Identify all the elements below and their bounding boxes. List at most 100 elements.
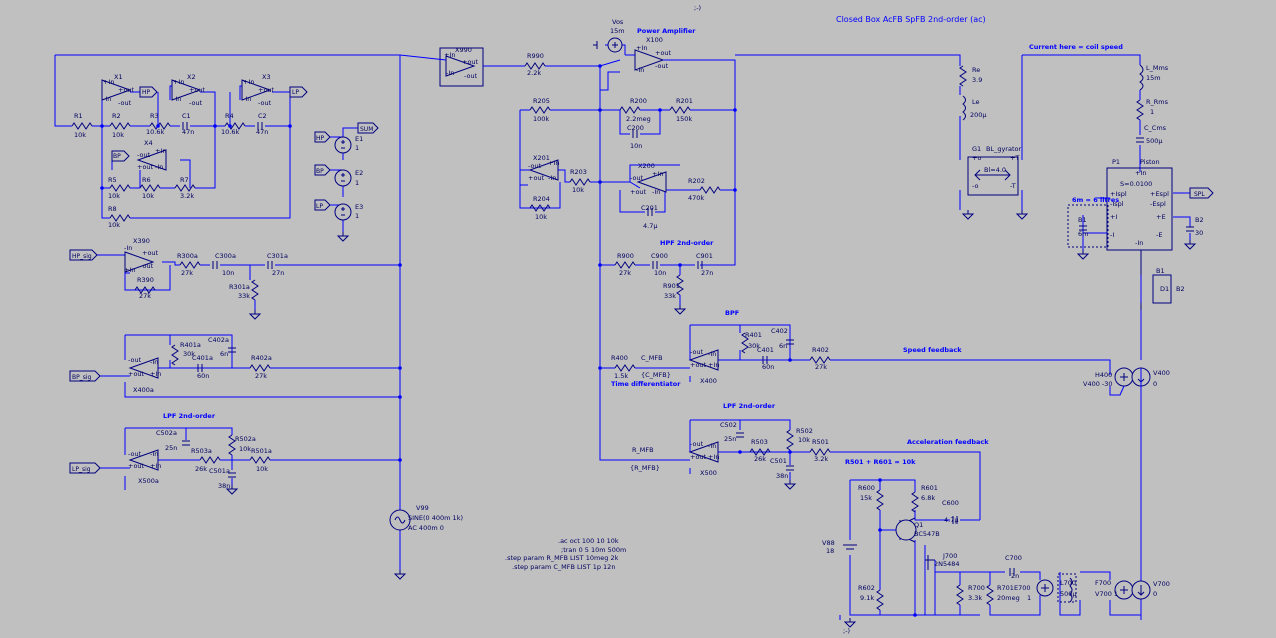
svg-text:470k: 470k: [688, 194, 704, 202]
label-hpf-2nd-order: HPF 2nd-order: [660, 239, 714, 247]
opamp-x2: X2: [187, 73, 196, 81]
svg-text:27k: 27k: [619, 269, 631, 277]
svg-text:V400: V400: [1153, 369, 1170, 377]
svg-text:-In: -In: [103, 95, 111, 103]
svg-text:+In: +In: [173, 78, 184, 86]
svg-text:R402: R402: [812, 346, 829, 354]
svg-text:3.2k: 3.2k: [814, 455, 828, 463]
svg-text:2n: 2n: [1011, 572, 1019, 580]
svg-text:+In: +In: [1135, 169, 1146, 177]
svg-text:{C_MFB}: {C_MFB}: [641, 371, 671, 379]
svg-text:BP: BP: [316, 168, 324, 175]
svg-text:+out: +out: [118, 86, 135, 94]
svg-text:R401a: R401a: [180, 341, 201, 349]
opamp-x100: X100: [646, 36, 663, 44]
svg-text:+out: +out: [137, 163, 154, 171]
svg-text:R301a: R301a: [229, 283, 250, 291]
svg-text:S=0.0100: S=0.0100: [1120, 180, 1152, 188]
svg-text:C900: C900: [651, 252, 668, 260]
directive-step-rmfb: .step param R_MFB LIST 10meg 2k: [505, 554, 619, 562]
svg-text:+In: +In: [124, 266, 135, 274]
svg-text:+out: +out: [462, 58, 479, 66]
svg-text:C401: C401: [757, 346, 774, 354]
svg-text:-In: -In: [708, 350, 716, 358]
svg-text:27k: 27k: [139, 292, 151, 300]
svg-text:10n: 10n: [654, 269, 666, 277]
svg-text:-out: -out: [189, 99, 203, 107]
diagram-title: Closed Box AcFB SpFB 2nd-order (ac): [836, 15, 986, 24]
svg-text:G1: G1: [972, 145, 981, 153]
svg-text:R602: R602: [858, 584, 875, 592]
svg-text:BP_sig: BP_sig: [72, 374, 92, 381]
svg-text:1: 1: [355, 144, 359, 152]
svg-text:27k: 27k: [181, 269, 193, 277]
svg-text:LP_sig: LP_sig: [72, 466, 91, 473]
svg-text:60n: 60n: [197, 372, 209, 380]
svg-text:-out: -out: [258, 99, 272, 107]
svg-text:+out: +out: [690, 361, 707, 369]
opamp-x1: X1: [114, 73, 123, 81]
opamp-x400: X400: [700, 377, 717, 385]
svg-text:B1: B1: [1156, 267, 1165, 275]
svg-text:4.7µ: 4.7µ: [944, 516, 958, 524]
bp-sig-filter: BP_sig X400a -out -In +out +In R401a30k …: [69, 334, 402, 399]
svg-text:C_MFB: C_MFB: [641, 354, 663, 362]
svg-text:R2: R2: [112, 112, 121, 120]
label-r-sum-note: R501 + R601 = 10k: [845, 458, 916, 466]
svg-text:C_Cms: C_Cms: [1144, 124, 1167, 132]
svg-text:60n: 60n: [762, 363, 774, 371]
svg-text:BL_gyrator: BL_gyrator: [986, 145, 1021, 153]
svg-text:-Ispl: -Ispl: [1110, 200, 1124, 208]
svg-text:R390: R390: [137, 276, 154, 284]
svg-text:-In: -In: [150, 450, 158, 458]
svg-text:R503a: R503a: [191, 447, 212, 455]
svg-text:R200: R200: [630, 97, 647, 105]
svg-text:R502: R502: [796, 427, 813, 435]
svg-text:C2: C2: [258, 112, 267, 120]
svg-text:C502a: C502a: [156, 429, 177, 437]
svg-text:-In: -In: [150, 358, 158, 366]
svg-text:10k: 10k: [108, 192, 120, 200]
svg-text:R401: R401: [745, 331, 762, 339]
svg-text:33k: 33k: [238, 292, 250, 300]
svg-text:R400: R400: [611, 354, 628, 362]
opamp-x500a: X500a: [138, 477, 159, 485]
svg-text:Re: Re: [972, 66, 980, 74]
lp-sig-filter: LP_sig LPF 2nd-order X500a -out -In +out…: [69, 412, 402, 495]
directive-step-cmfb: .step param C_MFB LIST 1p 12n: [512, 563, 615, 571]
svg-text:500µ: 500µ: [1060, 590, 1077, 598]
svg-text:33k: 33k: [664, 292, 676, 300]
svg-text:1: 1: [1150, 108, 1154, 116]
opamp-x200: X200: [638, 162, 655, 170]
svg-text:+out: +out: [630, 188, 647, 196]
svg-text:+out: +out: [655, 49, 672, 57]
svg-text:-T: -T: [1010, 182, 1016, 190]
svg-text:L700: L700: [1060, 579, 1076, 587]
svg-text:-In: -In: [243, 95, 251, 103]
svg-text:6m: 6m: [1078, 230, 1088, 238]
svg-text:47n: 47n: [182, 128, 194, 136]
svg-text:Le: Le: [972, 98, 980, 106]
label-speed-feedback: Speed feedback: [903, 346, 962, 354]
svg-text:+o: +o: [972, 154, 981, 162]
svg-text:4.7µ: 4.7µ: [643, 222, 657, 230]
svg-text:E1: E1: [355, 135, 363, 143]
opamp-x201: X201: [533, 154, 550, 162]
opamp-x3: X3: [262, 73, 271, 81]
svg-text:30k: 30k: [748, 342, 760, 350]
svg-text:15k: 15k: [860, 494, 872, 502]
svg-text:R990: R990: [527, 52, 544, 60]
svg-text:-In: -In: [124, 244, 132, 252]
svg-text:SUM: SUM: [360, 126, 373, 133]
source-v99: V99 SINE(0 400m 1k) AC 400m 0: [389, 504, 463, 532]
svg-text:+Ispl: +Ispl: [1110, 190, 1127, 198]
svg-text:9.1k: 9.1k: [860, 594, 874, 602]
svg-text:-E: -E: [1156, 231, 1162, 239]
svg-text:B2: B2: [1176, 285, 1185, 293]
